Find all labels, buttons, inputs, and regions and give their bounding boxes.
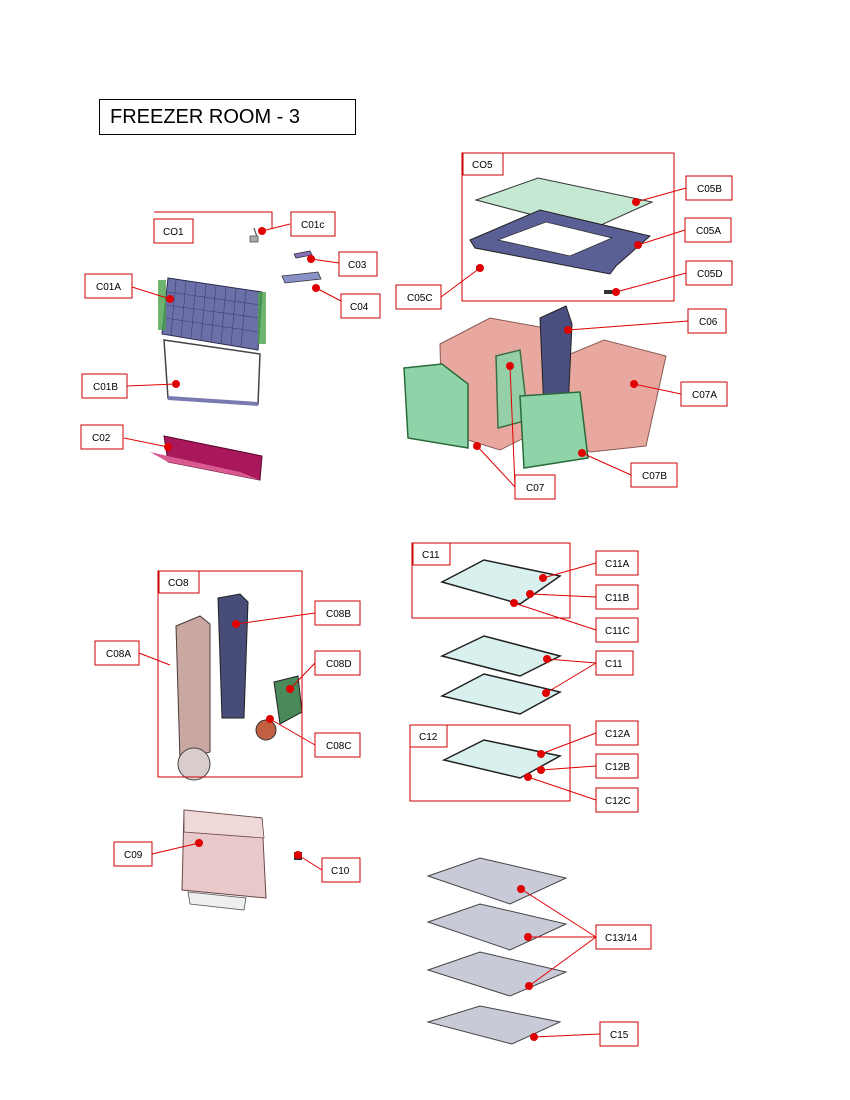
label-box-c11a <box>595 550 639 576</box>
part-c01c <box>249 227 259 243</box>
label-box-c01b <box>81 373 128 399</box>
label-c11c: C11C <box>605 626 630 637</box>
part-wire-shelves <box>426 857 568 1045</box>
label-c09: C09 <box>124 850 143 861</box>
label-box-c06 <box>687 308 727 334</box>
label-box-c13-14 <box>595 924 652 950</box>
part-heater <box>163 339 261 406</box>
label-box-c07b <box>630 462 678 488</box>
label-box-c11b <box>595 584 639 610</box>
label-c07: C07 <box>526 483 545 494</box>
group-frame-c05 <box>461 152 675 302</box>
group-frame-c01 <box>154 211 273 228</box>
label-box-c09 <box>113 841 153 867</box>
part-drain-trough <box>150 435 263 481</box>
label-c11: C11 <box>422 550 440 561</box>
label-c02: C02 <box>92 433 111 444</box>
label-box-c08b <box>314 600 361 626</box>
label-box-c05b <box>685 175 733 201</box>
part-c04 <box>281 271 322 284</box>
label-c05b: C05B <box>697 184 722 195</box>
label-c03: C03 <box>348 260 367 271</box>
label-c15: C15 <box>610 1030 629 1041</box>
leader-lines <box>123 187 689 1038</box>
label-box-c08 <box>158 570 200 594</box>
label-c08d: C08D <box>326 659 352 670</box>
callout-dots <box>164 198 642 1041</box>
label-box-c15 <box>599 1021 639 1047</box>
label-c01: CO1 <box>163 227 184 238</box>
label-c12b: C12B <box>605 762 630 773</box>
label-box-c12a <box>595 720 639 746</box>
label-box-c05c <box>395 284 442 310</box>
label-box-c01 <box>153 218 194 244</box>
label-c11b: C11B <box>605 593 630 604</box>
group-frame-c12 <box>409 724 571 802</box>
label-box-c03 <box>338 251 378 277</box>
label-c08: CO8 <box>168 578 189 589</box>
part-fan-duct <box>175 593 303 781</box>
label-box-c05 <box>462 152 504 176</box>
part-freezer-cover <box>181 809 302 911</box>
label-c01b: C01B <box>93 382 118 393</box>
label-box-c01c <box>290 211 336 237</box>
label-c11a: C11A <box>605 559 630 570</box>
label-box-c07 <box>514 474 556 500</box>
label-c07a: C07A <box>692 390 717 401</box>
label-box-c05a <box>684 217 732 243</box>
label-c01a: C01A <box>96 282 121 293</box>
label-c06: C06 <box>699 317 718 328</box>
label-box-c11-b <box>595 650 634 676</box>
label-box-c02 <box>80 424 124 450</box>
part-glass-shelves <box>439 559 563 779</box>
label-box-c07a <box>680 381 728 407</box>
part-freezer-bins <box>403 305 667 469</box>
label-box-c08d <box>314 650 361 676</box>
label-c12a: C12A <box>605 729 630 740</box>
label-c05c: C05C <box>407 293 433 304</box>
label-c10: C10 <box>331 866 350 877</box>
label-box-c12c <box>595 787 639 813</box>
label-c12c: C12C <box>605 796 631 807</box>
group-frame-c11 <box>411 542 571 619</box>
label-c12: C12 <box>419 732 438 743</box>
label-c01c: C01c <box>301 220 324 231</box>
label-c08a: C08A <box>106 649 131 660</box>
title-box: FREEZER ROOM - 3 <box>99 99 356 135</box>
page-title: FREEZER ROOM - 3 <box>110 106 301 128</box>
group-frame-c08 <box>157 570 303 778</box>
label-box-c05d <box>685 260 733 286</box>
label-box-c04 <box>340 293 381 319</box>
label-box-c12 <box>409 724 448 748</box>
label-c08c: C08C <box>326 741 352 752</box>
label-c08b: C08B <box>326 609 351 620</box>
label-box-c11 <box>412 542 451 566</box>
label-box-c01a <box>84 273 133 299</box>
label-c04: C04 <box>350 302 369 313</box>
part-c03 <box>293 250 313 259</box>
label-c07b: C07B <box>642 471 667 482</box>
label-box-c08c <box>314 732 361 758</box>
label-c05d: C05D <box>697 269 723 280</box>
part-c05-cover <box>469 177 654 294</box>
label-box-c11c <box>595 617 639 643</box>
label-c05: CO5 <box>472 160 493 171</box>
label-c13-14: C13/14 <box>605 933 638 944</box>
label-c05a: C05A <box>696 226 721 237</box>
part-evaporator <box>158 277 266 351</box>
label-box-c12b <box>595 753 639 779</box>
label-c11-b: C11 <box>605 659 623 670</box>
label-box-c08a <box>94 640 140 666</box>
label-box-c10 <box>321 857 361 883</box>
